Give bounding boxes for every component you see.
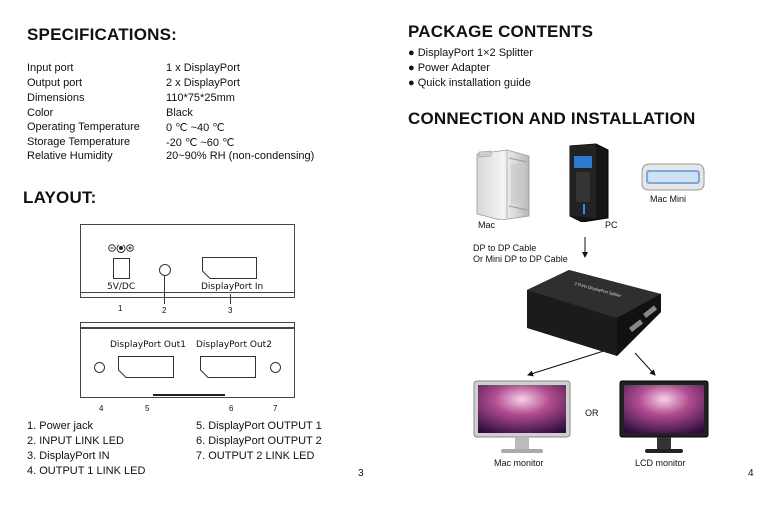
spec-key: Color: [27, 107, 54, 119]
spec-key: Dimensions: [27, 92, 85, 104]
legend-item: 1. Power jack: [27, 420, 94, 432]
package-item: ● DisplayPort 1×2 Splitter: [408, 47, 533, 59]
displayport-in-icon: [202, 257, 257, 279]
dc-label: 5V/DC: [107, 282, 136, 292]
lcd-monitor-label: LCD monitor: [635, 458, 686, 468]
spec-key: Operating Temperature: [27, 121, 140, 133]
mac-mini-label: Mac Mini: [650, 194, 687, 204]
legend-item: 5. DisplayPort OUTPUT 1: [196, 420, 322, 432]
back-panel-edge: [80, 322, 295, 328]
displayport-out1-icon: [118, 356, 174, 378]
callout-number: 4: [99, 404, 104, 413]
spec-key: Input port: [27, 62, 74, 74]
output1-link-led-icon: [94, 362, 105, 373]
mac-mini-icon: [641, 163, 705, 191]
splitter-device-icon: [527, 270, 661, 356]
cable-label: Or Mini DP to DP Cable: [473, 254, 568, 264]
page-number: 4: [748, 468, 754, 479]
spec-key: Output port: [27, 77, 83, 89]
page-number: 3: [358, 468, 364, 479]
leader-line: [164, 276, 165, 304]
legend-item: 3. DisplayPort IN: [27, 450, 110, 462]
specifications-heading: SPECIFICATIONS:: [27, 25, 178, 44]
spec-value: -20 ℃ ~60 ℃: [166, 137, 235, 149]
pc-tower-icon: [569, 143, 609, 222]
dp-out2-label: DisplayPort Out2: [196, 340, 272, 350]
spec-key: Relative Humidity: [27, 150, 113, 162]
power-jack-icon: [113, 258, 130, 279]
lcd-monitor-icon: [619, 380, 709, 453]
leader-line: [230, 294, 231, 304]
package-item: ● Quick installation guide: [408, 77, 531, 89]
spec-value: 0 ℃ ~40 ℃: [166, 122, 225, 134]
callout-number: 7: [273, 404, 278, 413]
callout-number: 2: [162, 306, 167, 315]
package-contents-heading: PACKAGE CONTENTS: [408, 22, 594, 41]
mac-monitor-label: Mac monitor: [494, 458, 544, 468]
spec-value: 1 x DisplayPort: [166, 62, 240, 74]
connection-arrows: [527, 237, 656, 377]
or-label: OR: [585, 408, 599, 418]
mac-label: Mac: [478, 220, 496, 230]
connection-heading: CONNECTION AND INSTALLATION: [408, 109, 696, 128]
callout-number: 6: [229, 404, 234, 413]
input-link-led-icon: [159, 264, 171, 276]
back-panel: [80, 328, 295, 398]
mac-pro-icon: [476, 149, 530, 220]
dp-out1-label: DisplayPort Out1: [110, 340, 186, 350]
callout-number: 3: [228, 306, 233, 315]
spec-value: Black: [166, 107, 193, 119]
output2-link-led-icon: [270, 362, 281, 373]
legend-item: 2. INPUT LINK LED: [27, 435, 124, 447]
spec-key: Storage Temperature: [27, 136, 131, 148]
front-panel-edge: [80, 292, 295, 298]
dp-in-label: DisplayPort In: [201, 282, 264, 292]
package-item: ● Power Adapter: [408, 62, 490, 74]
displayport-out2-icon: [200, 356, 256, 378]
spec-value: 110*75*25mm: [166, 92, 235, 104]
legend-item: 7. OUTPUT 2 LINK LED: [196, 450, 315, 462]
dc-polarity-icon: [108, 244, 134, 253]
panel-foot: [153, 394, 225, 396]
mac-monitor-icon: [473, 380, 571, 453]
spec-value: 20~90% RH (non-condensing): [166, 150, 315, 162]
layout-heading: LAYOUT:: [23, 188, 97, 207]
callout-number: 1: [118, 304, 123, 313]
legend-item: 4. OUTPUT 1 LINK LED: [27, 465, 146, 477]
legend-item: 6. DisplayPort OUTPUT 2: [196, 435, 322, 447]
cable-label: DP to DP Cable: [473, 243, 537, 253]
callout-number: 5: [145, 404, 150, 413]
spec-value: 2 x DisplayPort: [166, 77, 240, 89]
pc-label: PC: [605, 220, 618, 230]
